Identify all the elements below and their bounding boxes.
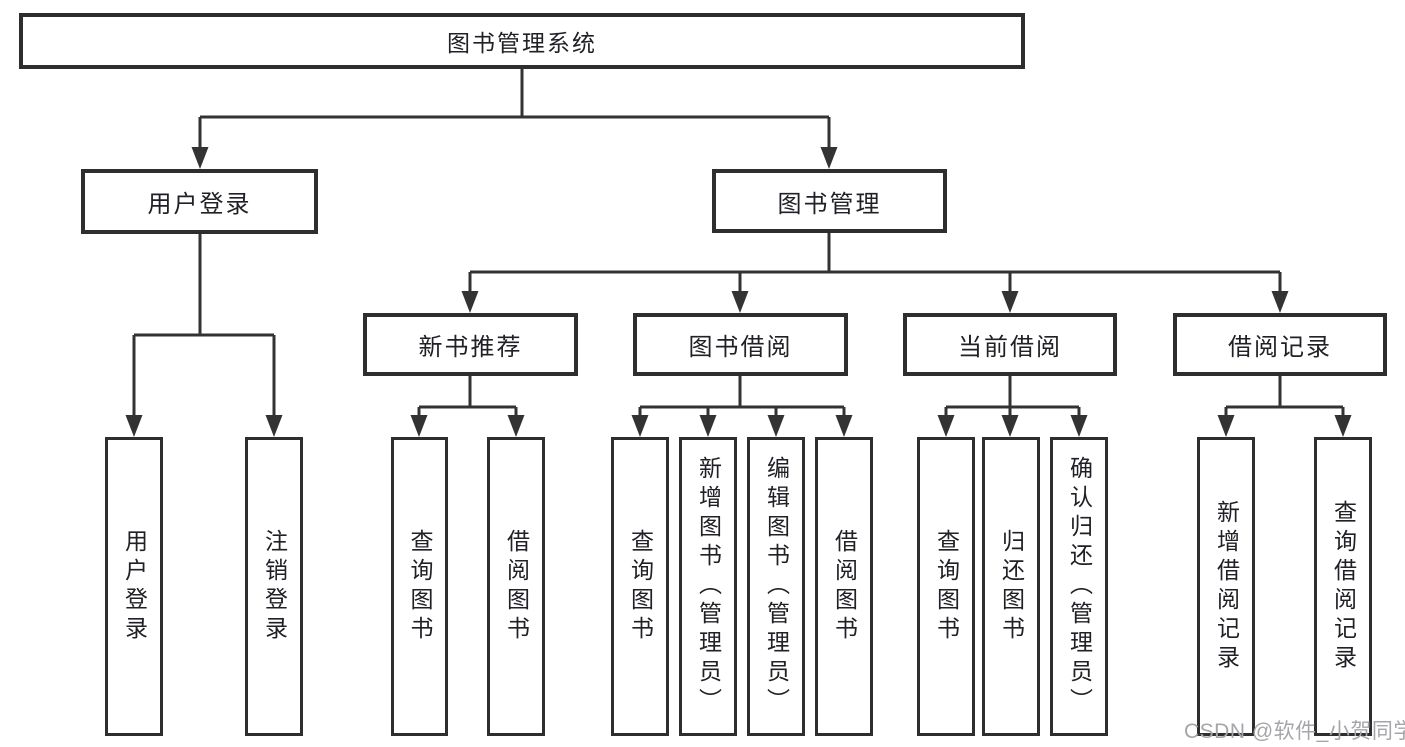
edge-book-borrow-to-children [638,375,846,419]
node-library-management-system: 图书管理系统 [19,13,1025,69]
node-leaf-add-borrow-record: 新增借阅记录 [1197,437,1255,736]
node-leaf-query-books-1-label: 查询图书 [407,528,433,645]
node-leaf-query-books-3-label: 查询图书 [933,528,960,645]
node-leaf-logout: 注销登录 [245,437,303,736]
node-leaf-confirm-return-admin: 确认归还（管理员） [1050,437,1108,736]
node-leaf-borrow-books-2-label: 借阅图书 [831,528,858,645]
watermark: CSDN @软件_小贺同学 [1184,720,1405,743]
node-borrowing-records: 借阅记录 [1173,313,1387,376]
node-leaf-edit-books-admin: 编辑图书（管理员） [747,437,805,736]
node-leaf-query-books-1: 查询图书 [391,437,448,736]
node-leaf-add-borrow-record-label: 新增借阅记录 [1213,499,1240,674]
node-user-login: 用户登录 [81,169,318,234]
node-new-book-recommend: 新书推荐 [363,313,578,376]
node-leaf-query-books-2-label: 查询图书 [627,528,654,645]
node-leaf-return-books: 归还图书 [982,437,1040,736]
node-leaf-query-borrow-record: 查询借阅记录 [1314,437,1372,736]
node-book-borrowing: 图书借阅 [633,313,848,376]
node-leaf-confirm-return-admin-label: 确认归还（管理员） [1066,456,1093,717]
node-leaf-borrow-books-2: 借阅图书 [815,437,873,736]
edge-current-borrow-to-children [944,375,1081,419]
node-leaf-logout-label: 注销登录 [261,528,288,645]
node-leaf-add-books-admin-label: 新增图书（管理员） [695,456,722,717]
node-leaf-edit-books-admin-label: 编辑图书（管理员） [763,456,790,717]
node-leaf-query-books-3: 查询图书 [917,437,975,736]
edge-book-mgmt-to-children [468,231,1282,293]
node-current-borrowing: 当前借阅 [903,313,1117,376]
node-book-management: 图书管理 [712,169,947,233]
node-leaf-return-books-label: 归还图书 [998,528,1025,645]
edge-user-login-to-children [132,232,276,417]
edge-borrow-records-to-children [1224,375,1345,419]
node-leaf-user-login-label: 用户登录 [121,528,148,645]
node-leaf-user-login: 用户登录 [105,437,163,736]
node-leaf-query-borrow-record-label: 查询借阅记录 [1330,499,1357,674]
arrowheads [125,147,1352,437]
node-leaf-borrow-books-1-label: 借阅图书 [503,528,530,645]
edge-new-book-rec-to-children [417,375,518,419]
node-leaf-borrow-books-1: 借阅图书 [487,437,545,736]
edge-root-to-level2 [198,67,831,149]
node-leaf-query-books-2: 查询图书 [611,437,669,736]
node-leaf-add-books-admin: 新增图书（管理员） [679,437,737,736]
